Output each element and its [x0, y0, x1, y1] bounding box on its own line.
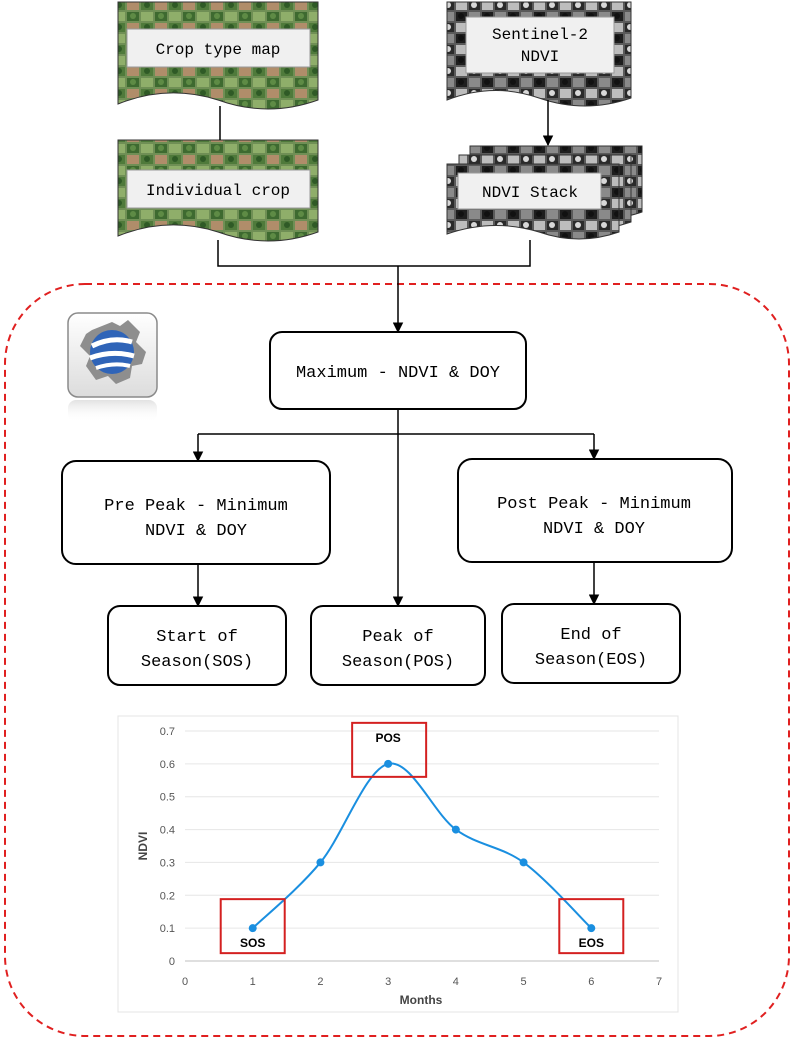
x-tick-label: 6	[588, 976, 594, 988]
x-tick-label: 3	[385, 976, 391, 988]
individual-crop-label: Individual crop	[146, 182, 290, 200]
eos-label-line2: Season(EOS)	[535, 651, 647, 670]
pre-peak-label-line2: NDVI & DOY	[145, 522, 247, 541]
pos-box	[310, 605, 486, 686]
sos-box	[107, 605, 287, 686]
data-point	[451, 825, 460, 834]
individual-crop-image: Individual crop	[117, 139, 319, 242]
crop-type-map-image: Crop type map	[117, 1, 319, 110]
annotation-label-eos: EOS	[579, 936, 604, 950]
x-tick-label: 0	[182, 976, 188, 988]
sos-label-line1: Start of	[156, 628, 238, 647]
y-tick-label: 0.1	[160, 923, 175, 935]
x-tick-label: 5	[521, 976, 527, 988]
maximum-ndvi-label: Maximum - NDVI & DOY	[296, 364, 500, 383]
y-tick-label: 0.7	[160, 726, 175, 738]
annotation-label-sos: SOS	[240, 936, 265, 950]
x-tick-label: 2	[317, 976, 323, 988]
crop-type-map-label-box	[126, 28, 311, 68]
data-point	[316, 858, 325, 867]
ndvi-stack-label-box	[457, 172, 602, 210]
pre-peak-box	[61, 460, 331, 565]
eos-box	[501, 603, 681, 684]
connector-merge	[217, 240, 531, 267]
x-tick-label: 4	[453, 976, 459, 988]
sentinel-2-label-line1: Sentinel-2	[492, 26, 588, 44]
post-peak-label-line1: Post Peak - Minimum	[497, 495, 691, 514]
sos-label-line2: Season(SOS)	[141, 653, 253, 672]
post-peak-label-line2: NDVI & DOY	[543, 520, 645, 539]
y-axis-label: NDVI	[136, 832, 150, 861]
annotation-box-eos	[558, 898, 625, 955]
y-tick-label: 0.3	[160, 857, 175, 869]
data-point	[248, 924, 257, 933]
data-point	[587, 924, 596, 933]
pos-label-line1: Peak of	[362, 628, 433, 647]
y-tick-label: 0.2	[160, 890, 175, 902]
pre-peak-label-line1: Pre Peak - Minimum	[104, 497, 288, 516]
sentinel-2-label-line2: NDVI	[521, 48, 559, 66]
crop-type-map-label: Crop type map	[156, 41, 281, 59]
x-axis-label: Months	[400, 993, 443, 1007]
ndvi-stack-label: NDVI Stack	[482, 184, 578, 202]
data-point	[519, 858, 528, 867]
post-peak-box	[457, 458, 733, 563]
chart-frame	[117, 715, 679, 1013]
sentinel-2-label-box	[465, 16, 615, 74]
annotation-box-pos	[351, 721, 428, 778]
x-tick-label: 7	[656, 976, 662, 988]
pos-label-line2: Season(POS)	[342, 653, 454, 672]
y-tick-label: 0	[169, 956, 175, 968]
sentinel-2-image: Sentinel-2 NDVI	[446, 1, 632, 107]
annotation-box-sos	[219, 898, 286, 955]
processing-region	[4, 283, 790, 1037]
ndvi-chart: 0 0.1 0.2 0.3 0.4 0.5 0.6 0.7 0 1 2 3 4 5 6 7 SOS POS EO…	[117, 715, 679, 1013]
individual-crop-label-box	[126, 169, 311, 209]
eos-label-line1: End of	[560, 626, 621, 645]
x-tick-label: 1	[250, 976, 256, 988]
data-point	[384, 759, 393, 768]
annotation-label-pos: POS	[375, 731, 400, 745]
y-tick-label: 0.5	[160, 792, 175, 804]
ndvi-stack-image: NDVI Stack	[446, 145, 643, 240]
y-tick-label: 0.4	[160, 825, 175, 837]
y-tick-label: 0.6	[160, 759, 175, 771]
google-earth-engine-icon	[67, 312, 158, 422]
